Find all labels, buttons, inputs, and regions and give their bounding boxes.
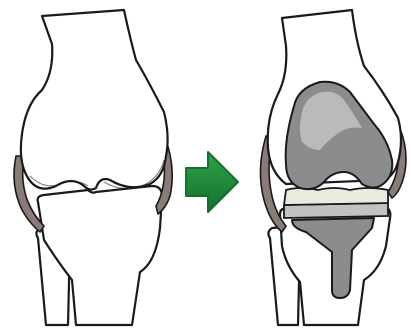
poly-insert <box>284 188 388 205</box>
arrow-icon <box>186 152 238 212</box>
replaced-knee <box>260 10 406 325</box>
natural-knee <box>14 10 172 325</box>
femur-left <box>21 10 168 190</box>
transition-arrow <box>186 152 238 212</box>
